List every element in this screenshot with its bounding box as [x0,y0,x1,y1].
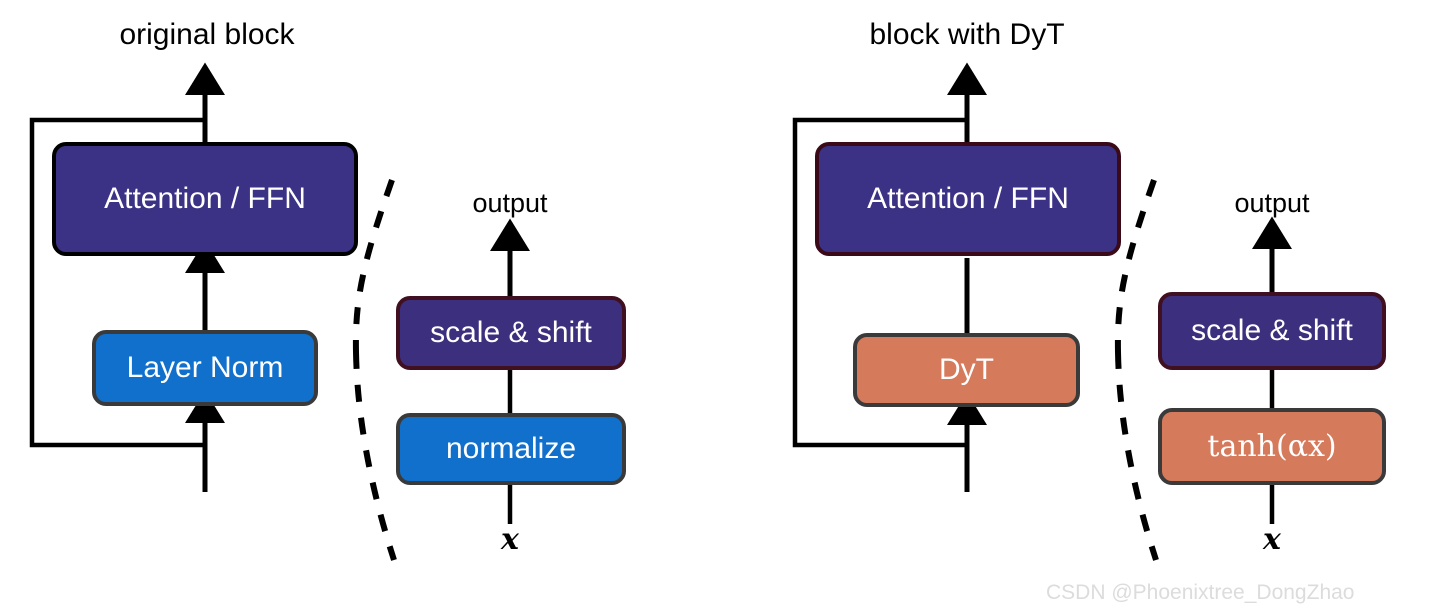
left-detail-node-scale-shift[interactable]: scale & shift [396,296,626,370]
right-panel-title: block with DyT [869,18,1065,51]
right-dashed-callout-top [1114,179,1157,353]
left-detail-node-scale-shift-label: scale & shift [430,316,592,349]
left-detail-node-normalize[interactable]: normalize [396,413,626,485]
left-node-attention-ffn-label: Attention / FFN [104,182,306,215]
left-node-layer-norm-label: Layer Norm [126,351,284,384]
left-panel-title: original block [119,18,295,51]
left-detail-input-label: x [501,522,519,557]
left-node-layer-norm[interactable]: Layer Norm [92,330,318,406]
right-detail-input-label: x [1263,522,1281,557]
right-node-dyt-label: DyT [939,353,994,386]
right-detail-node-scale-shift-label: scale & shift [1191,314,1353,347]
watermark-text: CSDN @Phoenixtree_DongZhao [1046,581,1355,604]
left-dashed-callout-bottom [353,351,397,561]
left-detail-output-label: output [472,188,548,218]
right-node-attention-ffn[interactable]: Attention / FFN [815,142,1121,256]
right-detail-output-label: output [1234,188,1310,218]
left-node-attention-ffn[interactable]: Attention / FFN [52,142,358,256]
right-node-attention-ffn-label: Attention / FFN [867,182,1069,215]
right-node-dyt[interactable]: DyT [853,333,1080,407]
left-detail-node-normalize-label: normalize [445,432,577,465]
right-dashed-callout-bottom [1115,351,1159,561]
right-detail-node-tanh-label: tanh(αx) [1207,429,1337,464]
left-dashed-callout-top [352,179,395,353]
right-detail-node-scale-shift[interactable]: scale & shift [1158,292,1386,370]
right-detail-node-tanh[interactable]: tanh(αx) [1158,408,1386,485]
